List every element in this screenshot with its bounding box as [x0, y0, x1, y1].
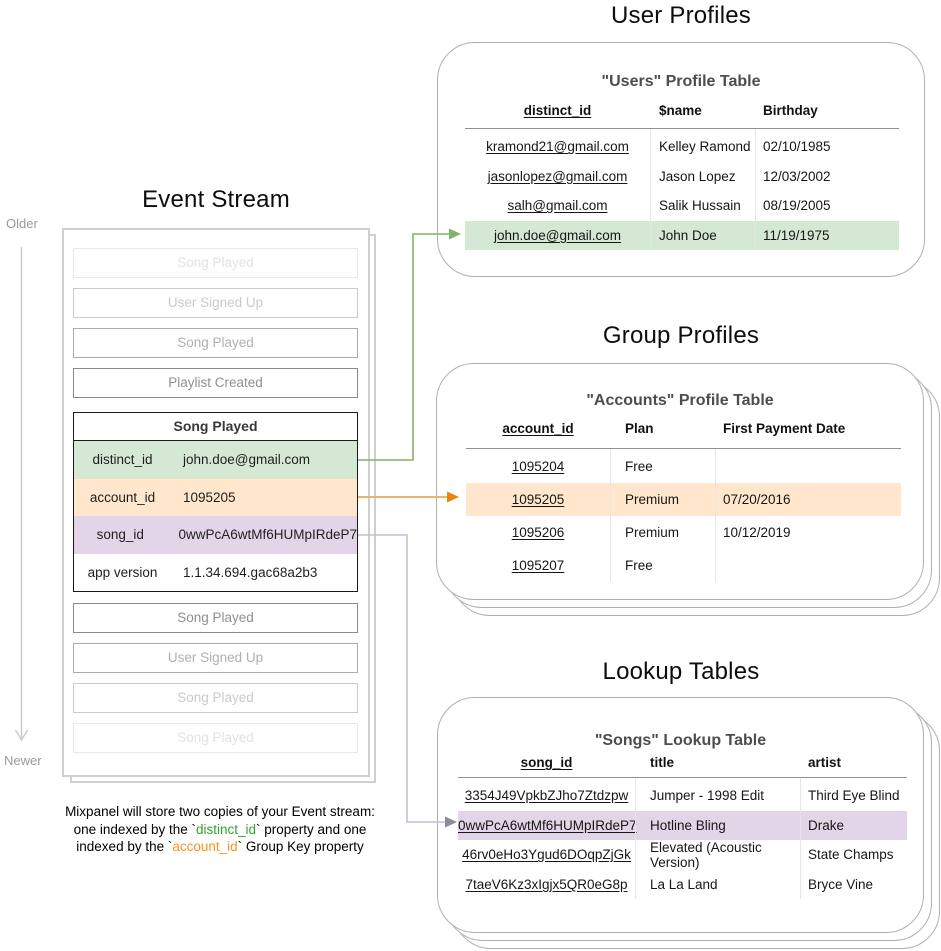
event-row: Song Played [73, 683, 358, 713]
songs-table-body: 3354J49VpkbZJho7Ztdzpw Jumper - 1998 Edi… [458, 781, 907, 899]
event-stream-title: Event Stream [142, 186, 290, 213]
event-property-row-app-version: app version 1.1.34.694.gac68a2b3 [74, 554, 357, 592]
table-row: 7taeV6Kz3xIgjx5QR0eG8p La La Land Bryce … [465, 876, 874, 892]
column-header: artist [808, 755, 842, 770]
songs-table-title: "Songs" Lookup Table [594, 732, 767, 749]
column-divider [650, 129, 651, 251]
property-value: 0wwPcA6wtMf6HUMpIRdeP7 [178, 527, 357, 543]
user-profiles-title: User Profiles [611, 2, 751, 29]
table-row: 46rv0eHo3Ygud6DOqpZjGk Elevated (Acousti… [462, 839, 894, 870]
property-value: 1.1.34.694.gac68a2b3 [183, 564, 318, 580]
events-after-group: Song Played User Signed Up Song Played S… [73, 603, 358, 763]
caption-line1: Mixpanel will store two copies of your E… [65, 804, 375, 819]
newer-label: Newer [4, 753, 42, 768]
event-property-row-account-id: account_id 1095205 [74, 478, 357, 516]
caption-text: Mixpanel will store two copies of your E… [65, 804, 375, 854]
property-value: john.doe@gmail.com [183, 452, 311, 468]
event-row: User Signed Up [73, 288, 358, 318]
table-row: 1095207 Free [511, 558, 653, 573]
lookup-tables-title: Lookup Tables [602, 658, 760, 685]
event-row: Song Played [73, 248, 358, 278]
events-before-group: Song Played User Signed Up Song Played P… [73, 248, 358, 408]
column-header: First Payment Date [723, 421, 846, 436]
event-row: User Signed Up [73, 643, 358, 673]
accounts-table-body: 1095204 Free 1095205 Premium 07/20/2016 … [466, 450, 901, 582]
column-divider [755, 129, 756, 251]
column-divider [715, 449, 716, 582]
event-property-row-distinct-id: distinct_id john.doe@gmail.com [74, 441, 357, 479]
property-value: 1095205 [183, 489, 236, 505]
table-row-highlighted: 0wwPcA6wtMf6HUMpIRdeP7 Hotline Bling Dra… [458, 810, 907, 840]
column-divider [800, 778, 801, 899]
column-header: account_id [502, 421, 574, 436]
expanded-event-title: Song Played [74, 413, 357, 441]
property-key: distinct_id [92, 452, 153, 468]
table-row-highlighted: 1095205 Premium 07/20/2016 [466, 483, 901, 516]
table-row: 1095204 Free [511, 459, 653, 474]
column-header: $name [659, 103, 702, 118]
users-table-header: distinct_id $name Birthday [465, 103, 899, 129]
group-profiles-title: Group Profiles [602, 322, 760, 349]
column-header: Plan [625, 421, 654, 436]
column-header: distinct_id [523, 103, 592, 118]
column-header: Birthday [763, 103, 818, 118]
event-row: Song Played [73, 723, 358, 753]
table-row: kramond21@gmail.com Kelley Ramond 02/10/… [486, 139, 831, 155]
property-key: app version [87, 564, 158, 580]
event-row: Song Played [73, 603, 358, 633]
property-key: song_id [96, 527, 144, 543]
table-row: 3354J49VpkbZJho7Ztdzpw Jumper - 1998 Edi… [464, 788, 900, 804]
table-row-highlighted: john.doe@gmail.com John Doe 11/19/1975 [465, 220, 899, 250]
column-divider [635, 778, 636, 899]
table-row: jasonlopez@gmail.com Jason Lopez 12/03/2… [487, 168, 831, 184]
caption-account-id: account_id [172, 839, 238, 854]
event-row: Song Played [73, 328, 358, 358]
caption-distinct-id: distinct_id [195, 821, 257, 837]
songs-table: song_id title artist 3354J49VpkbZJho7Ztd… [458, 755, 907, 899]
expanded-event-card: Song Played distinct_id john.doe@gmail.c… [73, 412, 358, 592]
column-header: title [650, 755, 675, 770]
older-label: Older [6, 216, 38, 231]
songs-table-header: song_id title artist [458, 755, 907, 778]
accounts-profile-card [436, 363, 924, 600]
accounts-table-header: account_id Plan First Payment Date [466, 421, 901, 449]
users-table-body: kramond21@gmail.com Kelley Ramond 02/10/… [465, 132, 899, 250]
table-row: salh@gmail.com Salik Hussain 08/19/2005 [507, 198, 831, 214]
event-property-row-song-id: song_id 0wwPcA6wtMf6HUMpIRdeP7 [74, 516, 357, 554]
event-row: Playlist Created [73, 368, 358, 398]
users-table: distinct_id $name Birthday kramond21@gma… [465, 103, 899, 251]
users-table-title: "Users" Profile Table [601, 73, 761, 90]
accounts-table: account_id Plan First Payment Date 10952… [466, 421, 901, 582]
property-key: account_id [89, 489, 156, 505]
column-header: song_id [520, 755, 573, 770]
column-divider [610, 449, 611, 582]
table-row: 1095206 Premium 10/12/2019 [511, 525, 791, 540]
accounts-table-title: "Accounts" Profile Table [586, 392, 774, 409]
time-axis-arrow [14, 247, 29, 742]
